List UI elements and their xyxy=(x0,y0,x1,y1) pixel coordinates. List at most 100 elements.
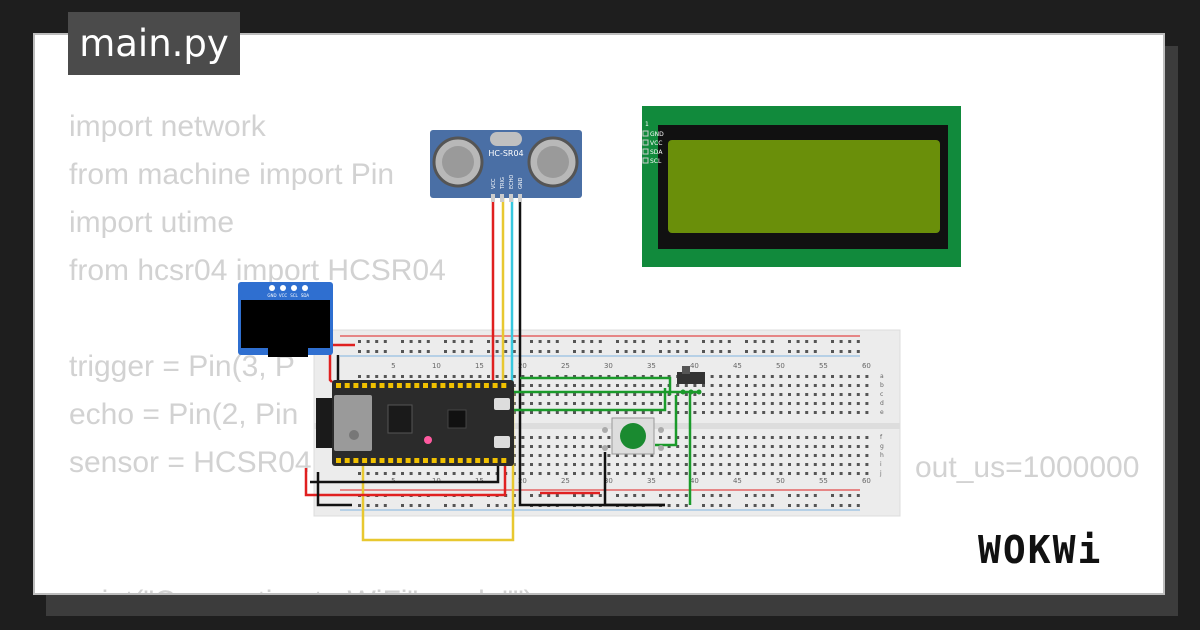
breadboard-hole[interactable] xyxy=(469,472,473,475)
breadboard-hole[interactable] xyxy=(805,350,809,353)
breadboard-hole[interactable] xyxy=(796,411,800,414)
breadboard-hole[interactable] xyxy=(770,472,774,475)
breadboard-hole[interactable] xyxy=(848,384,852,387)
breadboard-hole[interactable] xyxy=(710,393,714,396)
breadboard-hole[interactable] xyxy=(719,411,723,414)
breadboard-hole[interactable] xyxy=(710,463,714,466)
breadboard-hole[interactable] xyxy=(409,375,413,378)
breadboard-hole[interactable] xyxy=(770,402,774,405)
breadboard-hole[interactable] xyxy=(831,454,834,457)
breadboard-hole[interactable] xyxy=(788,375,791,378)
breadboard-hole[interactable] xyxy=(633,375,637,378)
breadboard-hole[interactable] xyxy=(693,411,697,414)
breadboard-hole[interactable] xyxy=(547,350,551,353)
breadboard-hole[interactable] xyxy=(512,350,516,353)
breadboard-hole[interactable] xyxy=(581,384,585,387)
breadboard-hole[interactable] xyxy=(736,472,740,475)
breadboard-hole[interactable] xyxy=(469,340,473,343)
breadboard-hole[interactable] xyxy=(366,504,370,507)
breadboard-hole[interactable] xyxy=(684,436,688,439)
breadboard-hole[interactable] xyxy=(659,393,662,396)
breadboard-hole[interactable] xyxy=(788,350,791,353)
breadboard-hole[interactable] xyxy=(805,454,809,457)
breadboard-hole[interactable] xyxy=(684,393,688,396)
breadboard-hole[interactable] xyxy=(710,340,714,343)
breadboard-hole[interactable] xyxy=(762,402,766,405)
breadboard-hole[interactable] xyxy=(581,454,585,457)
breadboard-hole[interactable] xyxy=(469,350,473,353)
breadboard-hole[interactable] xyxy=(770,494,774,497)
breadboard-hole[interactable] xyxy=(478,375,482,378)
breadboard-hole[interactable] xyxy=(512,402,516,405)
breadboard-hole[interactable] xyxy=(762,472,766,475)
breadboard-hole[interactable] xyxy=(796,402,800,405)
breadboard-hole[interactable] xyxy=(779,393,783,396)
breadboard-hole[interactable] xyxy=(831,384,834,387)
breadboard-hole[interactable] xyxy=(693,393,697,396)
breadboard-hole[interactable] xyxy=(590,445,594,448)
breadboard-hole[interactable] xyxy=(650,402,654,405)
breadboard-hole[interactable] xyxy=(727,504,731,507)
breadboard-hole[interactable] xyxy=(633,411,637,414)
esp32-pin[interactable] xyxy=(396,383,402,388)
esp32-pin[interactable] xyxy=(431,458,437,463)
breadboard-hole[interactable] xyxy=(702,384,705,387)
breadboard-hole[interactable] xyxy=(770,375,774,378)
breadboard-hole[interactable] xyxy=(375,350,379,353)
breadboard-hole[interactable] xyxy=(805,411,809,414)
breadboard-hole[interactable] xyxy=(401,472,404,475)
breadboard-hole[interactable] xyxy=(598,340,602,343)
breadboard-hole[interactable] xyxy=(702,494,705,497)
breadboard-hole[interactable] xyxy=(366,340,370,343)
breadboard-hole[interactable] xyxy=(590,393,594,396)
breadboard-hole[interactable] xyxy=(564,463,568,466)
breadboard-hole[interactable] xyxy=(392,472,396,475)
breadboard-hole[interactable] xyxy=(684,411,688,414)
esp32-pin[interactable] xyxy=(414,458,420,463)
breadboard-hole[interactable] xyxy=(676,350,680,353)
esp32-pin[interactable] xyxy=(344,458,350,463)
breadboard-hole[interactable] xyxy=(796,375,800,378)
hcsr04-pin[interactable] xyxy=(491,194,495,202)
breadboard-hole[interactable] xyxy=(650,384,654,387)
breadboard-hole[interactable] xyxy=(530,340,533,343)
breadboard-hole[interactable] xyxy=(839,402,843,405)
breadboard-hole[interactable] xyxy=(796,340,800,343)
breadboard-hole[interactable] xyxy=(839,463,843,466)
breadboard-hole[interactable] xyxy=(796,393,800,396)
breadboard-hole[interactable] xyxy=(547,454,551,457)
breadboard-hole[interactable] xyxy=(831,393,834,396)
breadboard-hole[interactable] xyxy=(848,411,852,414)
breadboard-hole[interactable] xyxy=(667,340,671,343)
breadboard-hole[interactable] xyxy=(624,384,628,387)
breadboard-hole[interactable] xyxy=(555,411,559,414)
breadboard-hole[interactable] xyxy=(452,340,456,343)
breadboard-hole[interactable] xyxy=(598,454,602,457)
breadboard-hole[interactable] xyxy=(538,436,542,439)
breadboard-hole[interactable] xyxy=(598,393,602,396)
breadboard-hole[interactable] xyxy=(478,472,482,475)
breadboard-hole[interactable] xyxy=(590,494,594,497)
hcsr04-pin[interactable] xyxy=(509,194,513,202)
breadboard-hole[interactable] xyxy=(555,384,559,387)
breadboard-hole[interactable] xyxy=(719,504,723,507)
breadboard-hole[interactable] xyxy=(848,472,852,475)
breadboard-hole[interactable] xyxy=(641,472,645,475)
breadboard-hole[interactable] xyxy=(676,504,680,507)
breadboard-hole[interactable] xyxy=(590,454,594,457)
breadboard-hole[interactable] xyxy=(762,411,766,414)
breadboard-hole[interactable] xyxy=(616,350,619,353)
breadboard-hole[interactable] xyxy=(358,340,361,343)
breadboard-hole[interactable] xyxy=(530,445,533,448)
esp32-pin[interactable] xyxy=(405,458,411,463)
breadboard-hole[interactable] xyxy=(745,436,748,439)
breadboard-hole[interactable] xyxy=(624,454,628,457)
breadboard-hole[interactable] xyxy=(762,350,766,353)
breadboard-hole[interactable] xyxy=(375,375,379,378)
breadboard-hole[interactable] xyxy=(409,504,413,507)
esp32-pin[interactable] xyxy=(388,383,394,388)
breadboard-hole[interactable] xyxy=(839,436,843,439)
breadboard-hole[interactable] xyxy=(719,375,723,378)
breadboard-hole[interactable] xyxy=(805,494,809,497)
breadboard-hole[interactable] xyxy=(710,436,714,439)
